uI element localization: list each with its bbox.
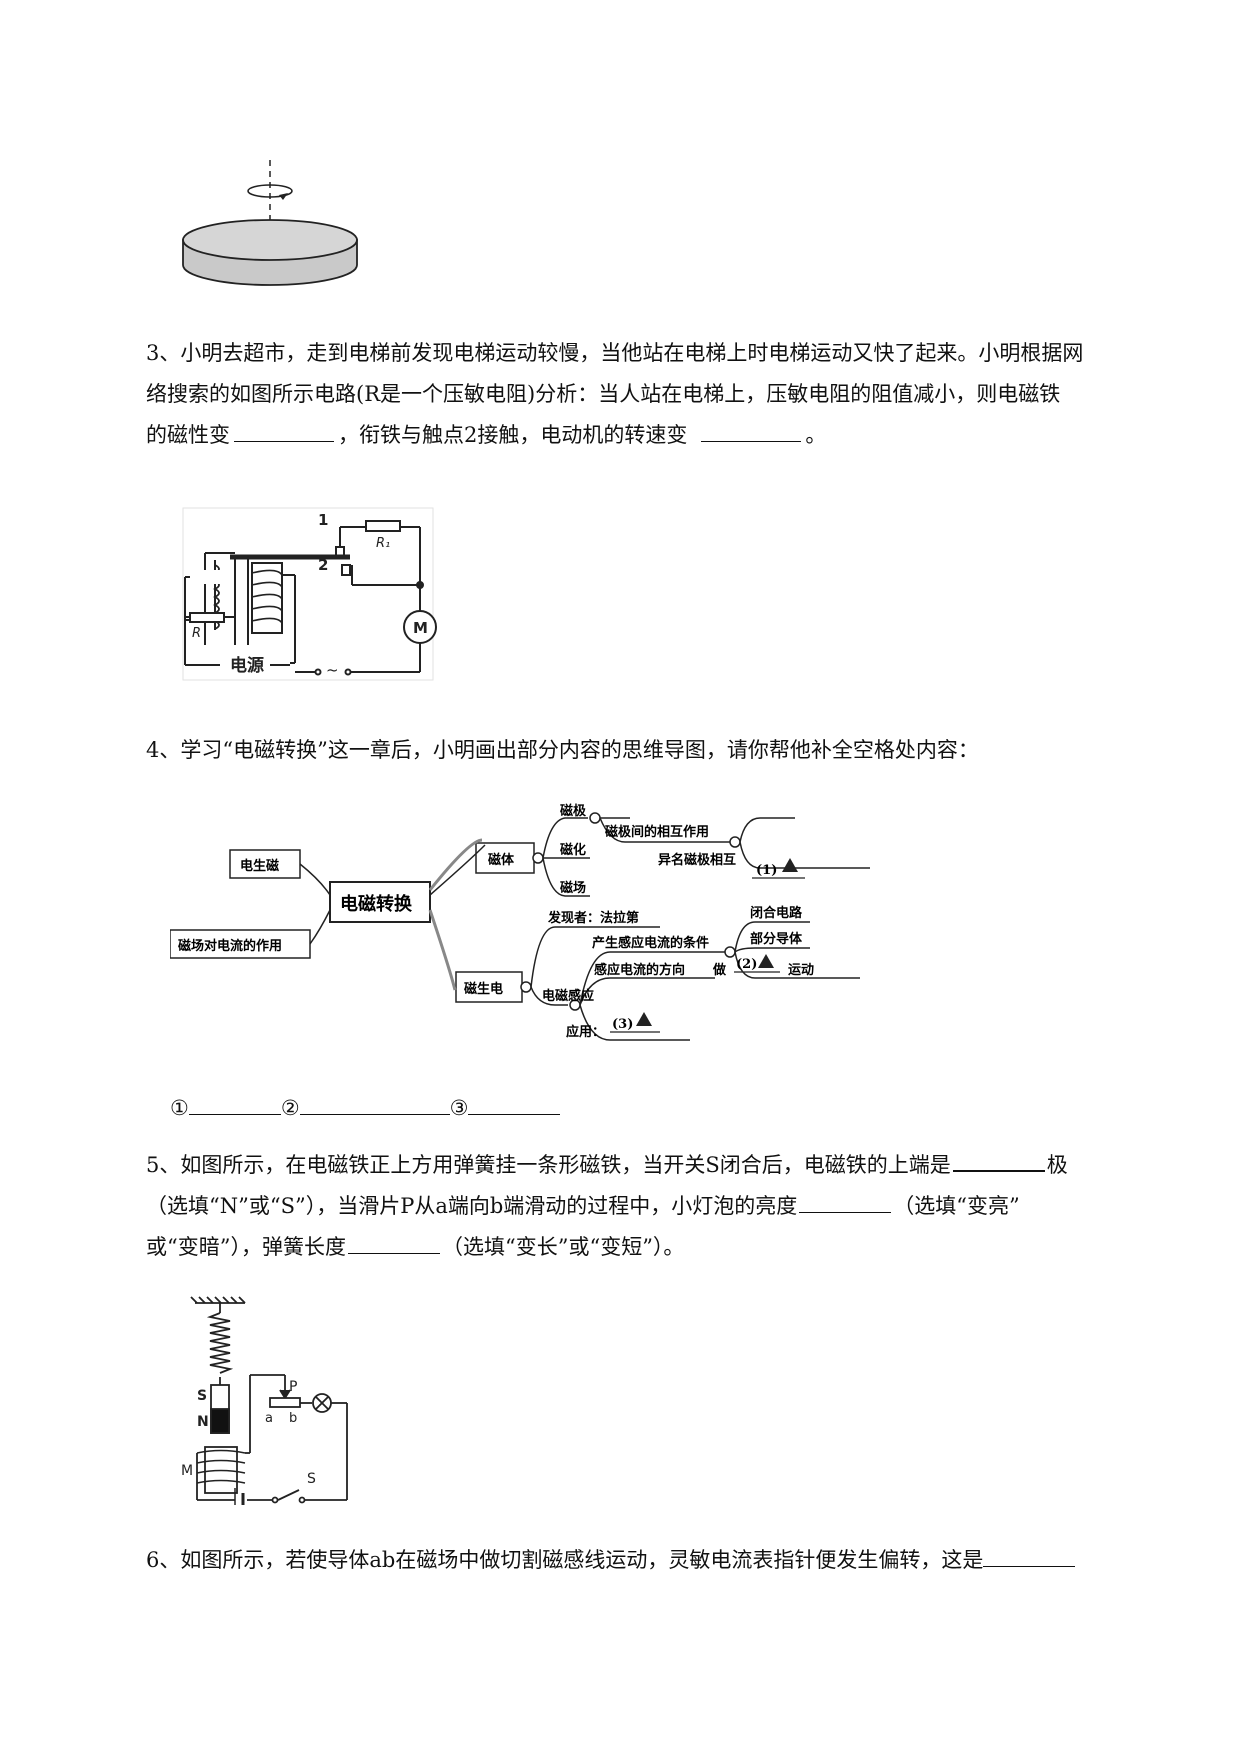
q3-line-2: 络搜索的如图所示电路(R是一个压敏电阻)分析：当人站在电梯上，压敏电阻的阻值减小… [146,382,1061,406]
slider-b-label: b [289,1411,297,1426]
q5-blank-3[interactable] [347,1229,440,1254]
q5-line-2: （选填“N”或“S”），当滑片P从a端向b端滑动的过程中，小灯泡的亮度（选填“变… [146,1186,1156,1227]
contact-1-label: 1 [318,511,328,529]
q5-line-3: 或“变暗”），弹簧长度（选填“变长”或“变短”）。 [146,1227,1156,1268]
switch-s-label: S [307,1471,316,1487]
q4-blank-1[interactable] [188,1090,281,1115]
map-center: 电磁转换 [340,893,413,915]
map-unlike-poles: 异名磁极相互 [658,852,736,868]
map-application: 应用： [566,1024,605,1040]
map-motion: 运动 [788,963,814,978]
magnet-s-label: S [197,1388,207,1404]
resistor-r-label: R [192,626,201,641]
q3-blank-1[interactable] [234,417,334,442]
map-condition: 产生感应电流的条件 [592,935,709,951]
q4-blank-2[interactable] [299,1090,450,1115]
magnet-n-label: N [197,1414,209,1430]
map-pole: 磁极 [560,803,587,819]
r1-label: R₁ [376,536,390,551]
question-4: 4、学习“电磁转换”这一章后，小明画出部分内容的思维导图，请你帮他补全空格处内容… [146,730,1156,771]
elevator-relay-circuit-figure: 1 2 R₁ M R 电源 ~ [182,507,437,681]
map-do: 做 [712,962,726,978]
map-part-conductor: 部分导体 [750,931,803,947]
question-6: 6、如图所示，若使导体ab在磁场中做切割磁感线运动，灵敏电流表指针便发生偏转，这… [146,1540,1156,1581]
slider-p-label: P [289,1379,297,1395]
map-magnetize: 磁化 [560,842,586,858]
map-slot-3: (3) [612,1017,633,1032]
q4-text: 4、学习“电磁转换”这一章后，小明画出部分内容的思维导图，请你帮他补全空格处内容… [146,738,979,762]
map-discoverer: 发现者：法拉第 [547,910,639,926]
map-left-top: 电生磁 [240,858,279,874]
q3-line-1: 3、小明去超市，走到电梯前发现电梯运动较慢，当他站在电梯上时电梯运动又快了起来。… [146,341,1084,365]
map-mag-to-elec: 磁生电 [464,981,503,997]
electromagnet-spring-figure: S N P a b M S [181,1296,348,1505]
contact-2-label: 2 [318,556,328,574]
q3-blank-2[interactable] [701,417,802,442]
map-field: 磁场 [560,880,586,896]
power-source-label: 电源 [230,655,264,676]
electromagnet-m-label: M [181,1463,193,1479]
rotating-disc-figure [182,160,358,286]
question-5: 5、如图所示，在电磁铁正上方用弹簧挂一条形磁铁，当开关S闭合后，电磁铁的上端是极… [146,1145,1156,1268]
q5-blank-2[interactable] [799,1188,892,1213]
question-3: 3、小明去超市，走到电梯前发现电梯运动较慢，当他站在电梯上时电梯运动又快了起来。… [146,333,1156,456]
map-pole-interaction: 磁极间的相互作用 [605,824,709,840]
map-magnet: 磁体 [488,852,515,868]
map-induction: 电磁感应 [542,988,594,1004]
mind-map-figure: 电生磁 磁场对电流的作用 电磁转换 磁体 磁极 磁化 磁场 磁极间的相互作用 异… [170,803,870,1041]
motor-label: M [413,619,428,637]
map-slot-2: (2) [736,957,757,972]
slider-a-label: a [265,1411,273,1426]
q5-blank-1[interactable] [952,1146,1045,1172]
map-closed-circuit: 闭合电路 [750,905,803,921]
q3-line-3: 的磁性变，衔铁与触点2接触，电动机的转速变。 [146,415,1156,456]
ac-symbol: ~ [326,661,339,679]
map-left-bottom: 磁场对电流的作用 [178,938,282,954]
q5-line-1: 5、如图所示，在电磁铁正上方用弹簧挂一条形磁铁，当开关S闭合后，电磁铁的上端是极 [146,1145,1156,1186]
map-direction: 感应电流的方向 [594,962,685,978]
q6-line-1: 6、如图所示，若使导体ab在磁场中做切割磁感线运动，灵敏电流表指针便发生偏转，这… [146,1540,1156,1581]
q4-blank-3[interactable] [468,1090,561,1115]
map-slot-1: (1) [756,863,777,878]
q6-blank-1[interactable] [983,1542,1076,1567]
